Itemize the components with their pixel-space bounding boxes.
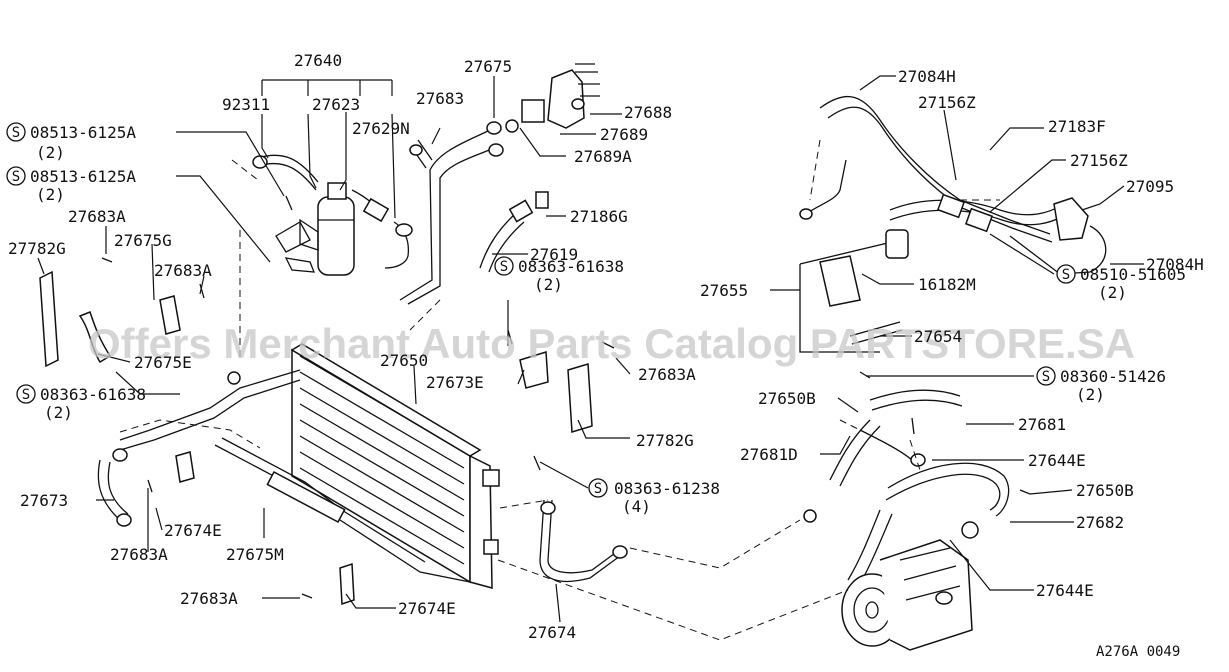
s-symbol: S [12,125,20,141]
part-label: (2) [36,143,65,162]
part-label: 27650 [380,351,428,370]
s-symbol: S [22,387,30,403]
expansion-valve [505,63,600,133]
part-label: 08360-51426 [1060,367,1166,386]
part-label: 27683A [638,365,696,384]
part-label: 27186G [570,207,628,226]
part-label: 08363-61238 [614,479,720,498]
compressor [841,539,973,651]
part-label: 27655 [700,281,748,300]
watermark: Offers Merchant Auto Parts Catalog PARTS… [88,320,1135,367]
part-label: 27644E [1036,581,1094,600]
part-label: 27782G [636,431,694,450]
figure-code: A276A 0049 [1096,644,1180,660]
part-label: 27084H [1146,255,1204,274]
part-label: 27675E [134,353,192,372]
part-label: (4) [622,497,651,516]
part-label: 27683 [416,89,464,108]
s-symbol: S [1042,369,1050,385]
part-label: (2) [36,185,65,204]
part-label: 27095 [1126,177,1174,196]
part-label: (2) [1076,385,1105,404]
part-label: 27674E [164,521,222,540]
part-label: 27675M [226,545,284,564]
part-labels: 27640 92311 27623 27629N 27683 27675 276… [8,51,1204,660]
part-label: 16182M [918,275,976,294]
part-label: 27673E [426,373,484,392]
s-symbol: S [594,481,602,497]
part-label: 27623 [312,95,360,114]
part-label: 27675G [114,231,172,250]
part-label: 27644E [1028,451,1086,470]
part-label: (2) [1098,283,1127,302]
part-label: 08513-6125A [30,167,136,186]
part-label: 27782G [8,239,66,258]
condenser [290,343,500,589]
part-label: 27674 [528,623,576,642]
part-label: 08510-51605 [1080,265,1186,284]
part-label: 27683A [68,207,126,226]
s-symbol: S [1062,267,1070,283]
part-label: 27629N [352,119,410,138]
part-label: 27183F [1048,117,1106,136]
part-label: 27688 [624,103,672,122]
part-label: 08513-6125A [30,123,136,142]
part-label: 27156Z [1070,151,1128,170]
part-label: 27682 [1076,513,1124,532]
part-label: 27156Z [918,93,976,112]
part-label: 08363-61638 [518,257,624,276]
part-label: 27681D [740,445,798,464]
part-label: 27673 [20,491,68,510]
part-label: (2) [44,403,73,422]
part-label: 27640 [294,51,342,70]
part-label: (2) [534,275,563,294]
part-label: 27689A [574,147,632,166]
part-label: 27650B [758,389,816,408]
part-label: 27689 [600,125,648,144]
part-label: 27084H [898,67,956,86]
s-symbol: S [500,259,508,275]
s-symbol: S [12,169,20,185]
part-label: 27683A [110,545,168,564]
screw-symbols: S S S S S S S [6,122,1076,498]
part-label: 27683A [154,261,212,280]
part-label: 27674E [398,599,456,618]
part-label: 27675 [464,57,512,76]
part-label: 27681 [1018,415,1066,434]
part-label: 92311 [222,95,270,114]
parts-artwork [39,63,1107,651]
receiver-drier [275,182,355,276]
part-label: 27683A [180,589,238,608]
part-label: 27654 [914,327,962,346]
part-label: 27619 [530,245,578,264]
part-label: 27650B [1076,481,1134,500]
leader-lines [37,75,1144,623]
part-label: 08363-61638 [40,385,146,404]
